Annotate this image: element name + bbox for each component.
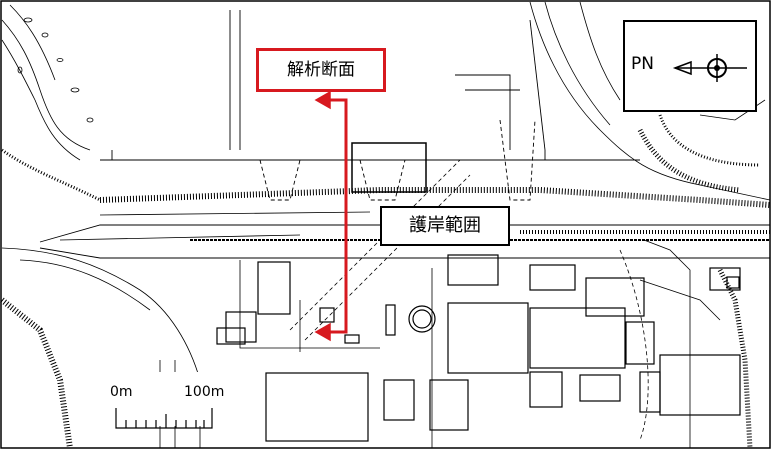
intake-structure xyxy=(351,142,427,193)
scale-end-label: 100m xyxy=(184,384,225,400)
scale-start-label: 0m xyxy=(110,384,133,400)
dashed-lines xyxy=(289,159,649,441)
north-indicator: PN xyxy=(623,20,757,112)
revetment-label: 護岸範囲 xyxy=(380,206,510,246)
north-arrow-icon xyxy=(672,54,747,82)
scale-bar xyxy=(102,372,222,429)
pier-structures xyxy=(100,10,640,201)
terrain-northwest xyxy=(0,4,101,449)
section-label: 解析断面 xyxy=(256,48,386,92)
north-text: PN xyxy=(631,54,654,74)
buildings xyxy=(216,254,741,442)
section-cut-line xyxy=(314,90,348,342)
